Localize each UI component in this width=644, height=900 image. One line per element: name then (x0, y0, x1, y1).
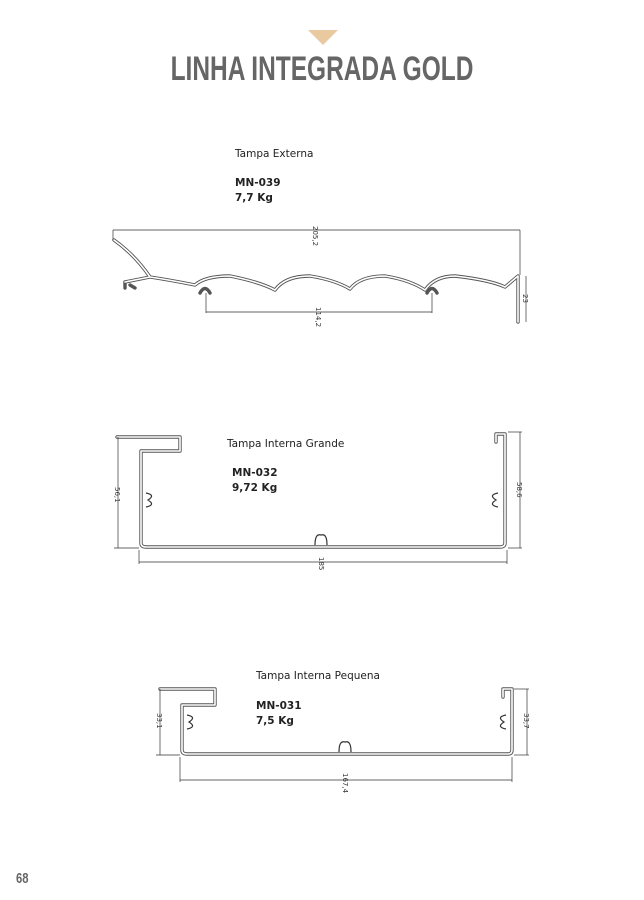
dimension-label: 58,6 (515, 482, 523, 498)
page-title: LINHA INTEGRADA GOLD (170, 50, 474, 88)
product-name: Tampa Interna Grande (227, 438, 345, 450)
dimension-label: 205,2 (311, 226, 319, 246)
dimension-label: 167,4 (341, 773, 349, 794)
product-name: Tampa Externa (235, 148, 314, 160)
product-code: MN-039 (235, 177, 281, 189)
profile-mn-032: 56,1 58,6 185 (113, 431, 523, 570)
product-code: MN-031 (256, 700, 302, 712)
dimension-label: 185 (317, 557, 325, 570)
product-name: Tampa Interna Pequena (256, 670, 380, 682)
product-code: MN-032 (232, 467, 278, 479)
dimension-label: 33,7 (522, 713, 530, 729)
product-weight: 7,7 Kg (235, 192, 273, 204)
profile-mn-031: 33,1 33,7 167,4 (155, 687, 530, 794)
dimension-label: 23 (521, 294, 529, 303)
product-weight: 7,5 Kg (256, 715, 294, 727)
product-weight: 9,72 Kg (232, 482, 278, 494)
profile-mn-039: 205,2 114,2 23 (112, 226, 529, 327)
header-triangle-icon (308, 30, 338, 45)
page-number: 68 (16, 870, 29, 887)
dimension-label: 33,1 (155, 713, 163, 729)
dimension-label: 114,2 (314, 307, 322, 327)
dimension-label: 56,1 (113, 487, 121, 503)
